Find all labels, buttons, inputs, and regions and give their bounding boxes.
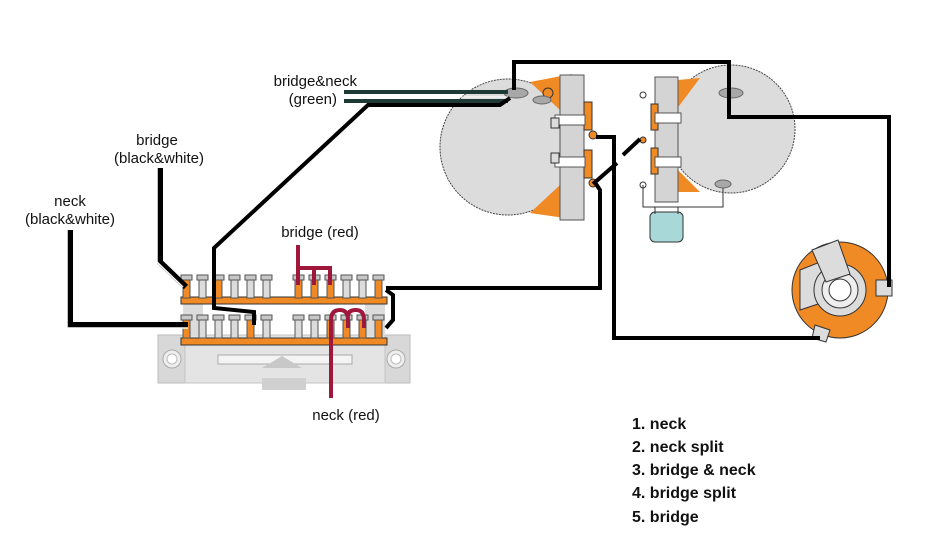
label-neck-bw-1: neck [54,193,86,210]
switch-lever-base [262,378,306,390]
pot-lug-oval [532,95,552,105]
label-bridge-neck-green-2: (green) [289,91,337,108]
switch-lug-head [180,314,193,321]
jack-hole [828,278,852,302]
pot-lug-terminal [639,91,647,99]
switch-lug-head [260,274,273,281]
label-bridge-neck-green-1: bridge&neck [274,73,358,90]
volume-pot [439,74,604,221]
wire-switch-to-volume-lug [386,182,602,290]
pot-lug-strip [654,76,679,203]
switch-lug-head [228,274,241,281]
switch-lug [230,277,239,299]
switch-lug-head [228,314,241,321]
switch-lug-head [308,314,321,321]
wire-bridge-red [296,245,332,285]
switch-lug [358,277,367,299]
wire-neck-bw-stripe [66,230,188,329]
wire-switch-jumper [212,285,256,325]
label-bridge-red: bridge (red) [281,224,359,241]
label-neck-red: neck (red) [312,407,380,424]
legend-item: 4. bridge split [632,485,737,502]
wire-volume-to-jack [596,135,820,340]
switch-lug [310,317,319,339]
switch-lug-head [212,314,225,321]
capacitor [649,211,684,243]
legend-item: 3. bridge & neck [632,462,756,479]
switch-lug [374,317,383,339]
pot-lug [654,156,682,168]
switch-lug [374,277,383,299]
wire-neck-bw [67,230,188,328]
mount-hole-left-inner [166,353,178,365]
wire-switch-to-volume [212,96,512,285]
switch-rail-bottom [180,337,388,346]
switch-lug [246,277,255,299]
legend-item: 1. neck [632,416,686,433]
pot-lug-strip [559,74,585,221]
pot-solder-top [676,78,700,110]
switch-lug-head [180,274,193,281]
wire-bridge-bw-stripe [156,168,184,288]
switch-lug-head [372,274,385,281]
switch-lever [262,356,302,368]
pot-lug-oval [714,179,732,189]
mount-hole-right-inner [390,353,402,365]
legend-item: 5. bridge [632,509,699,526]
tone-pot [639,64,796,203]
switch-lug [262,317,271,339]
switch-lugs-top [180,274,385,299]
five-way-switch [157,274,411,390]
wire-neck-red [329,307,366,398]
switch-lug [198,277,207,299]
switch-lug-head [196,314,209,321]
label-bridge-bw-1: bridge [136,132,178,149]
pot-lug [654,112,682,124]
switch-lug-head [244,274,257,281]
pot-solder-bottom [676,170,700,192]
switch-lug [230,317,239,339]
switch-lug-head [292,314,305,321]
switch-lug [214,317,223,339]
position-legend: 1. neck 2. neck split 3. bridge & neck 4… [632,416,756,526]
switch-lug-head [340,274,353,281]
wire-pot-diagonal-2 [621,137,642,157]
switch-lug-head [372,314,385,321]
switch-lug [198,317,207,339]
capacitor-leads [642,185,724,208]
pot-lug-end [550,152,560,164]
label-bridge-bw-2: (black&white) [114,150,204,167]
wire-pot-ground-loop [512,60,891,287]
output-jack [791,239,893,343]
switch-lug-head [260,314,273,321]
switch-lug [214,277,223,299]
label-neck-bw-2: (black&white) [25,211,115,228]
legend-item: 2. neck split [632,439,724,456]
pot-lug-terminal-solder [588,130,598,140]
jack-tip-lug [811,239,851,283]
switch-rail-top [180,296,388,305]
switch-lug-head [356,274,369,281]
switch-lug [262,277,271,299]
wire-switch-bridge-loop [384,288,395,330]
wire-bridge-neck-green [344,90,508,103]
capacitor-legs [654,207,679,214]
pot-lug-end [550,117,560,129]
switch-lug-head [196,274,209,281]
wire-bridge-bw [157,168,189,290]
switch-lug [294,317,303,339]
switch-lug [342,277,351,299]
